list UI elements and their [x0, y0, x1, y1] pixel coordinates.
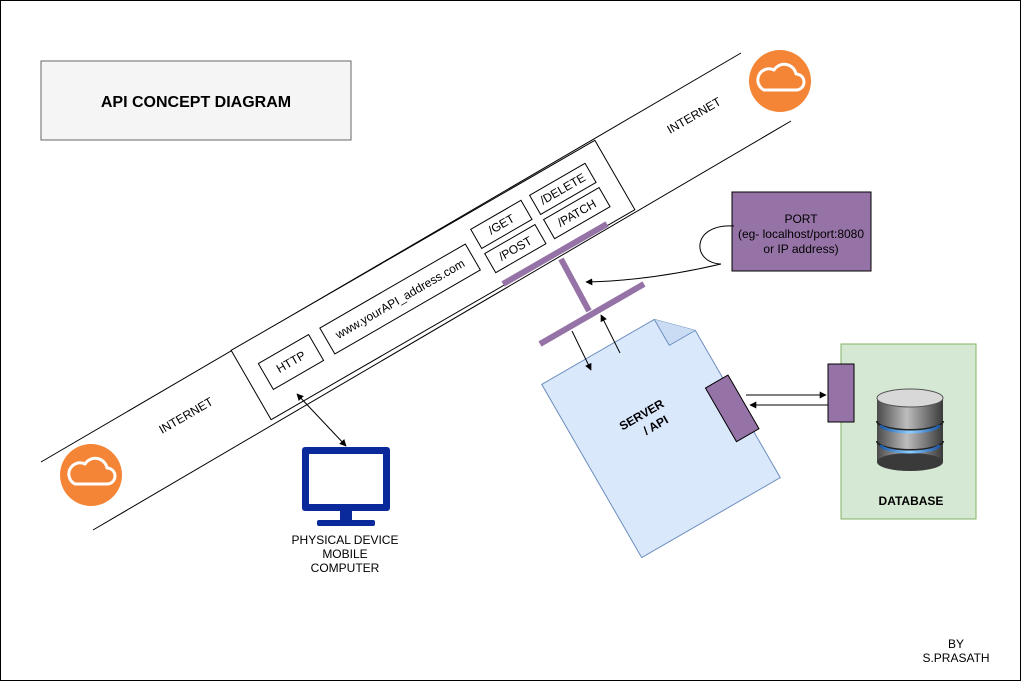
server-node [541, 318, 781, 559]
port-title: PORT [784, 212, 818, 226]
server-to-port-arrow [600, 314, 621, 354]
internet-label-top: INTERNET [665, 94, 725, 136]
port-alt: or IP address) [763, 242, 838, 256]
port-example: (eg- localhost/port:8080 [738, 227, 864, 241]
cloud-icon [749, 50, 811, 112]
database-label: DATABASE [879, 494, 944, 508]
method-patch-box: /PATCH [542, 186, 611, 240]
port-pointer-arrow [585, 225, 735, 286]
request-container: HTTP www.yourAPI_address.com /GET /POST … [230, 139, 636, 421]
device-label-line3: COMPUTER [311, 561, 380, 575]
monitor-icon [302, 447, 390, 526]
device-label-line1: PHYSICAL DEVICE [292, 533, 399, 547]
port-box: PORT (eg- localhost/port:8080 or IP addr… [731, 191, 872, 272]
database-port [827, 363, 855, 423]
author-name: S.PRASATH [922, 651, 989, 665]
server-port [704, 374, 760, 443]
internet-label-bottom: INTERNET [157, 394, 217, 436]
port-connector [501, 221, 646, 347]
device-http-arrow [296, 393, 347, 447]
author-by: BY [948, 637, 964, 651]
port-to-server-arrow [571, 330, 592, 371]
http-box: HTTP [257, 333, 325, 391]
device-label-line2: MOBILE [322, 547, 367, 561]
title-box: API CONCEPT DIAGRAM [40, 60, 352, 141]
database-icon [876, 388, 944, 471]
cloud-icon [60, 444, 122, 506]
method-get-box: /GET [470, 199, 533, 250]
diagram-title: API CONCEPT DIAGRAM [101, 94, 291, 111]
